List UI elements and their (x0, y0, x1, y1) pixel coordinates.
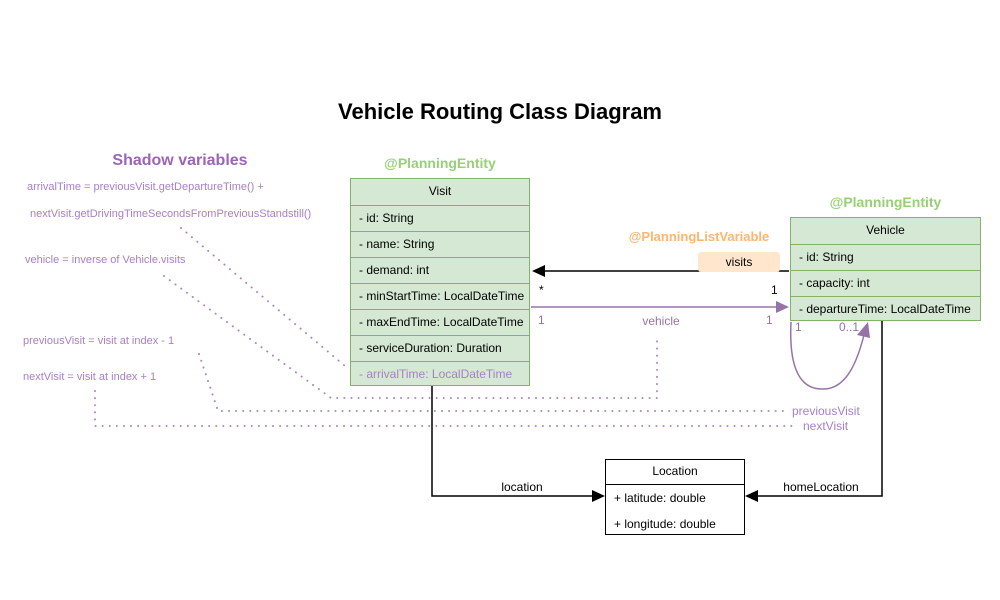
visit-attribute: - maxEndTime: LocalDateTime (351, 310, 529, 336)
next-visit-label: nextVisit (803, 419, 849, 433)
arrivaltime-shadow-link (180, 227, 346, 367)
location-class-name: Location (606, 460, 744, 485)
home-location-arrowhead-icon (745, 490, 758, 502)
visit-shadow-attribute: - arrivalTime: LocalDateTime (359, 367, 513, 381)
shadow-formula-drivingtime: nextVisit.getDrivingTimeSecondsFromPrevi… (30, 208, 312, 220)
visit-attribute: - serviceDuration: Duration (351, 336, 529, 362)
visits-edge-badge: visits (698, 252, 780, 272)
self-loop-multiplicity-right: 0..1 (839, 320, 860, 334)
previous-visit-label: previousVisit (792, 404, 860, 418)
shadow-variables-heading: Shadow variables (112, 152, 248, 169)
self-loop-multiplicity-left: 1 (795, 320, 802, 334)
location-class: Location + latitude: double + longitude:… (605, 459, 745, 535)
location-arrowhead-icon (592, 490, 605, 502)
vehicle-attribute: - departureTime: LocalDateTime (799, 302, 971, 316)
shadow-formula-arrivaltime: arrivalTime = previousVisit.getDeparture… (27, 181, 264, 193)
visit-class-name: Visit (351, 179, 529, 206)
visit-attribute: - minStartTime: LocalDateTime (351, 284, 529, 310)
vehicle-edge-label: vehicle (642, 314, 680, 328)
visit-attribute: - id: String (351, 206, 529, 232)
location-edge-label: location (501, 480, 543, 494)
nextvisit-shadow-link (94, 390, 799, 427)
shadow-formula-vehicle: vehicle = inverse of Vehicle.visits (25, 254, 186, 266)
diagram-title: Vehicle Routing Class Diagram (338, 99, 662, 124)
visits-multiplicity-visit-end: * (539, 283, 544, 297)
vehicle-multiplicity-visit-end: 1 (538, 313, 545, 327)
vehicle-stereotype: @PlanningEntity (829, 194, 942, 210)
visit-attribute: - name: String (351, 232, 529, 258)
visits-multiplicity-vehicle-end: 1 (771, 283, 778, 297)
visit-class: Visit - id: String - name: String - dema… (350, 178, 530, 386)
visits-arrowhead-icon (532, 265, 545, 277)
vehicle-attribute: - capacity: int (791, 271, 980, 297)
visit-attribute: - demand: int (351, 258, 529, 284)
location-attribute: + latitude: double (614, 491, 706, 505)
vehicle-class-name: Vehicle (791, 218, 980, 245)
location-attribute: + longitude: double (614, 517, 716, 531)
vehicle-arrowhead-icon (776, 301, 789, 313)
visits-list-stereotype: @PlanningListVariable (628, 229, 770, 244)
visit-stereotype: @PlanningEntity (384, 155, 496, 171)
home-location-edge-label: homeLocation (783, 480, 859, 494)
shadow-formula-previousvisit: previousVisit = visit at index - 1 (23, 335, 175, 347)
vehicle-class: Vehicle - id: String - capacity: int - d… (790, 217, 981, 321)
shadow-formula-nextvisit: nextVisit = visit at index + 1 (23, 371, 157, 383)
vehicle-multiplicity-vehicle-end: 1 (766, 313, 773, 327)
vehicle-attribute: - id: String (791, 245, 980, 271)
